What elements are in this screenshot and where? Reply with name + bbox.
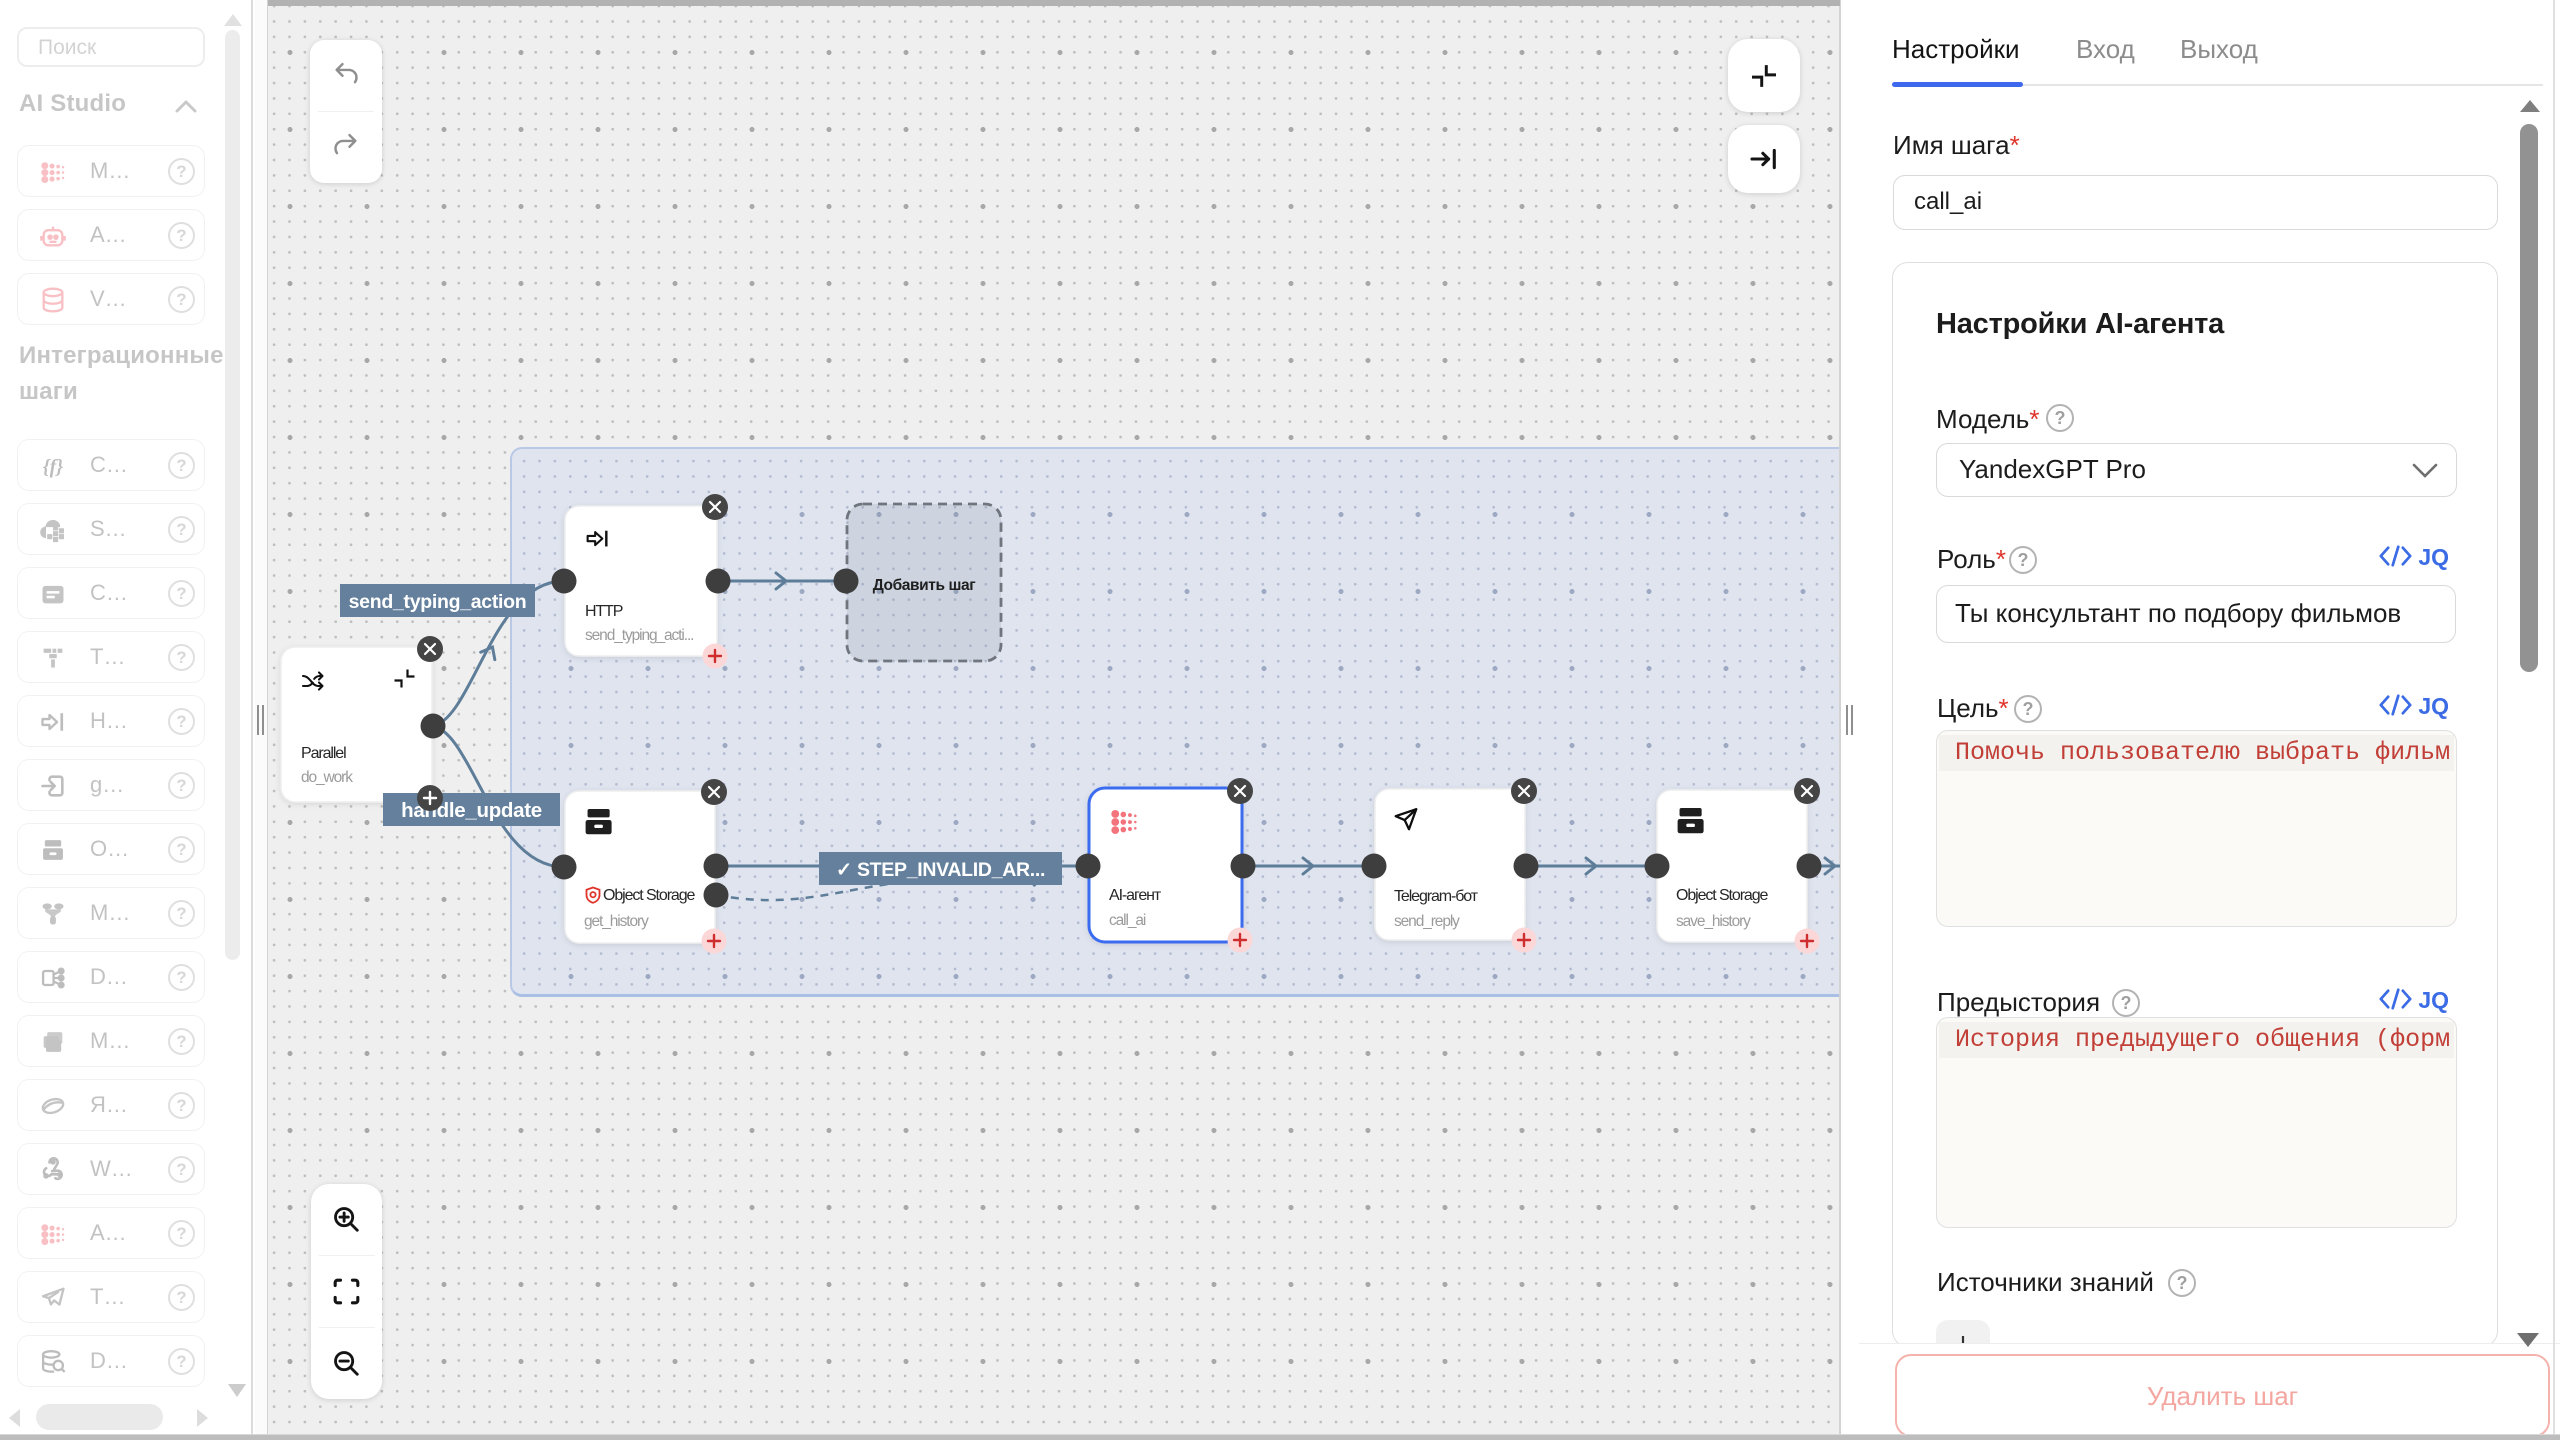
svg-text:AI-агент: AI-агент (1109, 887, 1162, 904)
svg-text:send_typing_action: send_typing_action (349, 591, 527, 613)
svg-text:save_history: save_history (1676, 913, 1751, 930)
svg-text:Добавить шаг: Добавить шаг (873, 577, 977, 594)
svg-text:send_typing_acti...: send_typing_acti... (585, 627, 693, 644)
svg-text:call_ai: call_ai (1109, 912, 1146, 929)
svg-text:Telegram-бот: Telegram-бот (1394, 888, 1479, 905)
svg-text:get_history: get_history (584, 913, 649, 930)
svg-text:✓ STEP_INVALID_AR...: ✓ STEP_INVALID_AR... (836, 859, 1045, 881)
svg-text:do_work: do_work (301, 769, 353, 786)
svg-text:send_reply: send_reply (1394, 913, 1460, 930)
svg-text:Object Storage: Object Storage (1676, 887, 1769, 904)
svg-text:Parallel: Parallel (301, 745, 346, 762)
svg-text:HTTP: HTTP (585, 603, 623, 620)
svg-text:Object Storage: Object Storage (603, 887, 696, 904)
svg-text:{f}: {f} (43, 456, 64, 478)
